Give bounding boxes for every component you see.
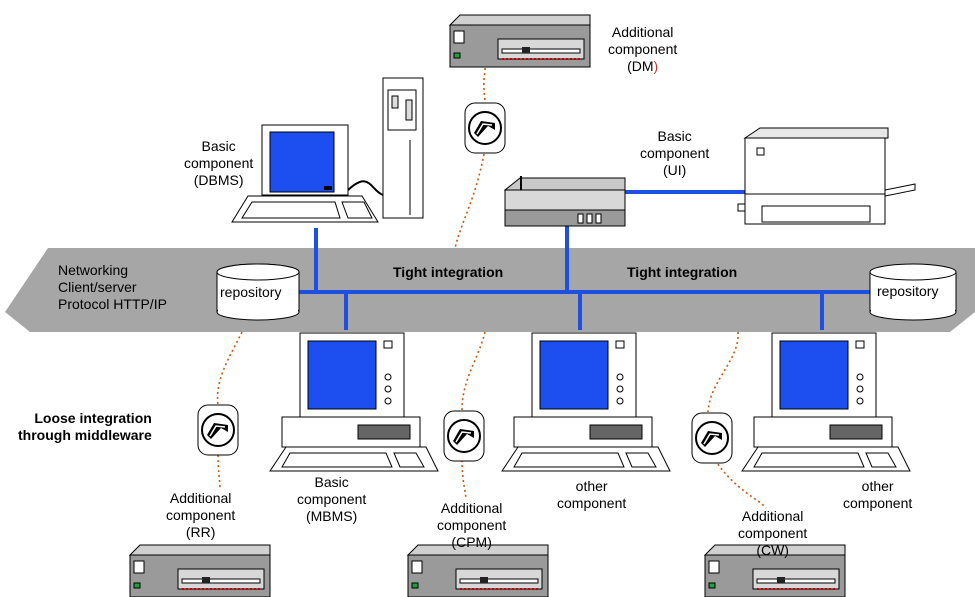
- middleware-dm-icon: [464, 102, 506, 154]
- loose-integration-label: Loose integration through middleware: [18, 410, 152, 443]
- mbms-component-label: Basic component (MBMS): [297, 474, 367, 524]
- middleware-cpm-icon: [443, 410, 485, 462]
- mbms-workstation-icon: [269, 332, 439, 472]
- rr-component-label: Additional component (RR): [166, 490, 236, 540]
- tight-integration-left-label: Tight integration: [393, 264, 504, 280]
- repository-right-label: repository: [877, 283, 939, 299]
- tight-integration-right-label: Tight integration: [627, 264, 738, 280]
- dm-drive-icon: [449, 14, 591, 68]
- other-workstation-2-icon: [741, 332, 911, 472]
- repository-left-icon: [216, 263, 300, 321]
- repository-right-icon: [869, 263, 957, 321]
- other-component-2-label: other component: [843, 478, 913, 511]
- ui-component-label: Basic component (UI): [640, 128, 710, 178]
- other-component-1-label: other component: [557, 478, 627, 511]
- other-workstation-1-icon: [501, 332, 671, 472]
- repository-left-label: repository: [220, 284, 282, 300]
- cpm-component-label: Additional component (CPM): [437, 500, 507, 550]
- cpm-drive-icon: [407, 544, 549, 597]
- network-links: [298, 190, 870, 330]
- dbms-workstation-icon: [231, 77, 424, 223]
- dm-component-label: Additional component (DM): [608, 24, 678, 74]
- rr-drive-icon: [129, 544, 271, 597]
- middleware-rr-icon: [197, 404, 239, 456]
- network-label: Networking Client/server Protocol HTTP/I…: [58, 262, 167, 312]
- cw-component-label: Additional component (CW): [738, 508, 808, 558]
- printer-icon: [737, 127, 916, 225]
- dbms-component-label: Basic component (DBMS): [184, 138, 254, 188]
- ui-hub-icon: [503, 176, 626, 227]
- middleware-cw-icon: [691, 412, 733, 464]
- middleware-links: [216, 65, 767, 509]
